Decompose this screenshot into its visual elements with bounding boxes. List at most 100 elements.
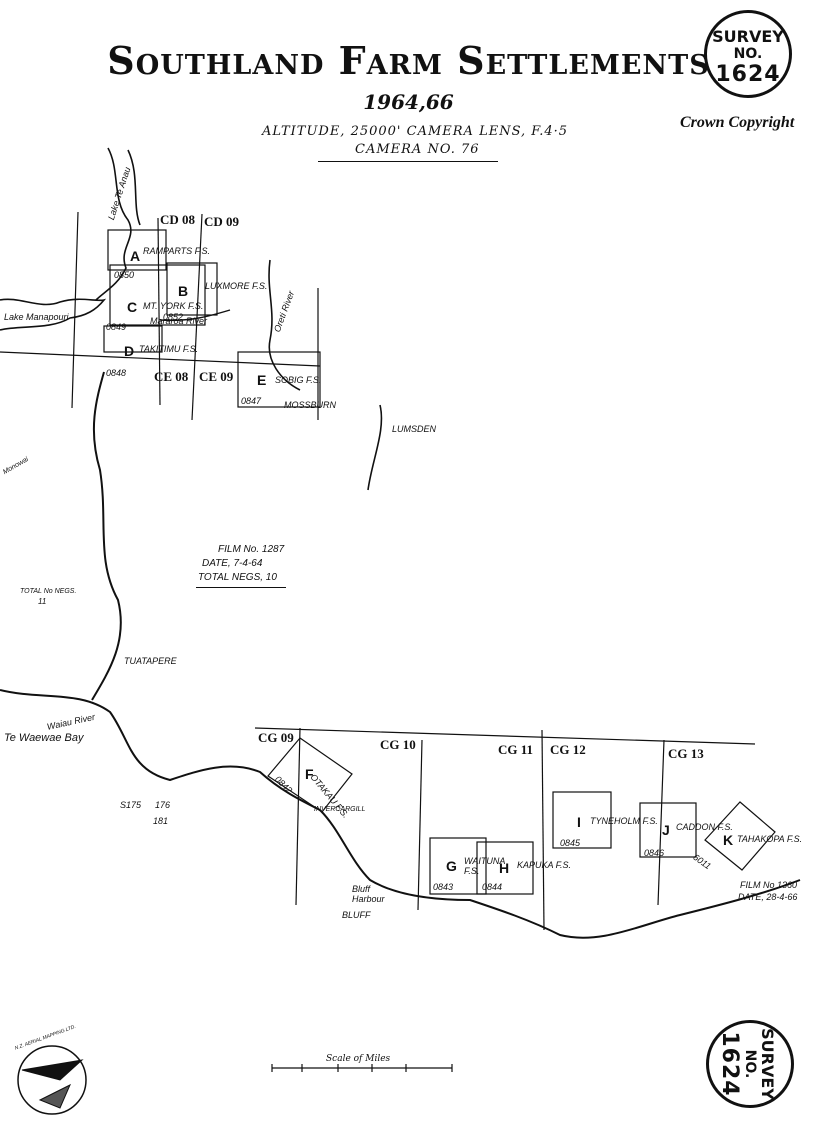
settlement-name-k: TAHAKOPA F.S.: [737, 834, 803, 844]
negative-d: 0848: [106, 368, 127, 378]
photo-box-j: [639, 802, 697, 858]
settlement-name-g: WAITUNA F.S.: [464, 856, 506, 876]
settlement-name-a: RAMPARTS F.S.: [143, 246, 211, 256]
badge-line1: SURVEY: [712, 27, 784, 46]
photo-box-b: [166, 262, 218, 316]
settlement-letter-g: G: [446, 858, 457, 874]
negative-c: 0852: [163, 312, 184, 322]
photo-box-g: [429, 837, 487, 895]
grid-label-cg12: CG 12: [550, 742, 586, 757]
grid-line: [541, 729, 545, 931]
photo-box-i: [552, 791, 612, 849]
settlement-letter-e: E: [257, 372, 267, 388]
header-rule: [318, 161, 498, 162]
settlement-letter-d: D: [124, 343, 135, 359]
settlement-name-c: MT. YORK F.S.: [143, 301, 204, 311]
place-bluff: BLUFF: [342, 910, 371, 920]
settlement-letter-b: B: [178, 283, 189, 299]
settlement-name-i: TYNEHOLM F.S.: [590, 816, 658, 826]
negative-a: 0850: [114, 270, 135, 280]
grid-label-ce08: CE 08: [154, 369, 189, 384]
s-ref-181: 181: [153, 816, 169, 826]
grid-line: [657, 739, 665, 906]
lake-te-anau-shore: [95, 147, 132, 301]
photo-box-h: [476, 841, 534, 895]
camera-line: CAMERA NO. 76: [355, 142, 480, 157]
total-negs-label: TOTAL No NEGS.: [20, 588, 77, 595]
grid-line: [71, 211, 79, 409]
settlement-name-h: KAPUKA F.S.: [517, 860, 572, 870]
negative-i: 0845: [560, 838, 581, 848]
place-invercargill: INVERCARGILL: [314, 806, 366, 813]
s-ref-176: 176: [155, 800, 171, 810]
film1-line2: DATE, 7-4-64: [202, 558, 263, 569]
badge-line1: SURVEY: [758, 1028, 777, 1100]
settlement-letter-f: F: [305, 766, 314, 782]
settlement-letter-k: K: [723, 832, 734, 848]
film1-line3: TOTAL NEGS, 10: [198, 572, 277, 583]
lake-manapouri-shore: [0, 298, 107, 331]
settlement-name-j: CADDON F.S.: [676, 822, 733, 832]
badge-line3: 1624: [717, 1031, 742, 1097]
survey-badge-bottom: SURVEY NO. 1624: [706, 1020, 794, 1108]
grid-line: [295, 727, 301, 906]
settlement-letter-i: I: [577, 814, 581, 830]
negative-e: 0847: [241, 396, 262, 406]
settlement-letter-h: H: [499, 860, 510, 876]
settlement-letter-a: A: [130, 248, 141, 264]
photo-box-k: [704, 801, 776, 871]
oreti-river: [268, 259, 301, 391]
photo-box-c: [109, 264, 206, 326]
photo-box-e: [237, 351, 321, 408]
grid-label-cg13: CG 13: [668, 746, 704, 761]
badge-line3: 1624: [715, 62, 781, 87]
river-lumsden: [367, 404, 383, 491]
film1-rule: [196, 587, 286, 588]
settlement-name-e: SOBIG F.S.: [275, 375, 322, 385]
grid-line: [191, 213, 203, 421]
place-mossburn: MOSSBURN: [284, 400, 337, 410]
grid-line: [254, 727, 756, 745]
grid-label-cg09: CG 09: [258, 730, 294, 745]
place-lumsden: LUMSDEN: [392, 424, 437, 434]
map-title: Southland Farm Settlements: [107, 38, 710, 83]
film2-line1: FILM No 1360: [740, 880, 798, 890]
scale-bar: [271, 1064, 453, 1072]
grid-label-cd08: CD 08: [160, 212, 196, 227]
coastline: [0, 689, 801, 939]
photo-box-d: [103, 325, 163, 353]
negative-j: 0846: [644, 848, 665, 858]
settlement-letter-c: C: [127, 299, 138, 315]
lake-te-anau-shore: [127, 149, 141, 226]
scale-label: Scale of Miles: [326, 1054, 391, 1064]
total-negs-value: 11: [38, 597, 47, 606]
grid-line: [0, 351, 321, 367]
settlement-name-b: LUXMORE F.S.: [205, 281, 268, 291]
place-bluff-harbour: Bluff Harbour: [352, 884, 385, 904]
photo-box-a: [107, 229, 167, 271]
place-te-waewae-bay: Te Waewae Bay: [4, 732, 84, 744]
grid-label-cg11: CG 11: [498, 742, 534, 757]
badge-line2: NO.: [742, 1049, 758, 1079]
aerial-mapping-logo: [17, 1045, 87, 1115]
badge-line2: NO.: [733, 46, 763, 62]
negative-g: 0843: [433, 882, 454, 892]
negative-h: 0844: [482, 882, 503, 892]
settlement-name-d: TAKITIMU F.S.: [139, 344, 199, 354]
place-mararoa-river: Mararoa River: [150, 316, 208, 326]
mararoa-river: [159, 309, 231, 322]
film2-line2: DATE, 28-4-66: [738, 892, 798, 902]
survey-badge-top: SURVEY NO. 1624: [704, 10, 792, 98]
altitude-line: ALTITUDE, 25000' CAMERA LENS, F.4·5: [262, 124, 569, 139]
grid-label-ce09: CE 09: [199, 369, 234, 384]
film1-line1: FILM No. 1287: [218, 544, 285, 555]
s-ref-175: S175: [120, 800, 142, 810]
grid-line: [417, 739, 423, 911]
grid-label-cd09: CD 09: [204, 214, 240, 229]
settlement-letter-j: J: [662, 822, 670, 838]
waiau-river: [91, 371, 122, 701]
years: 1964,66: [363, 90, 454, 114]
place-lake-manapouri: Lake Manapouri: [4, 312, 69, 322]
place-tuatapere: TUATAPERE: [124, 656, 177, 666]
